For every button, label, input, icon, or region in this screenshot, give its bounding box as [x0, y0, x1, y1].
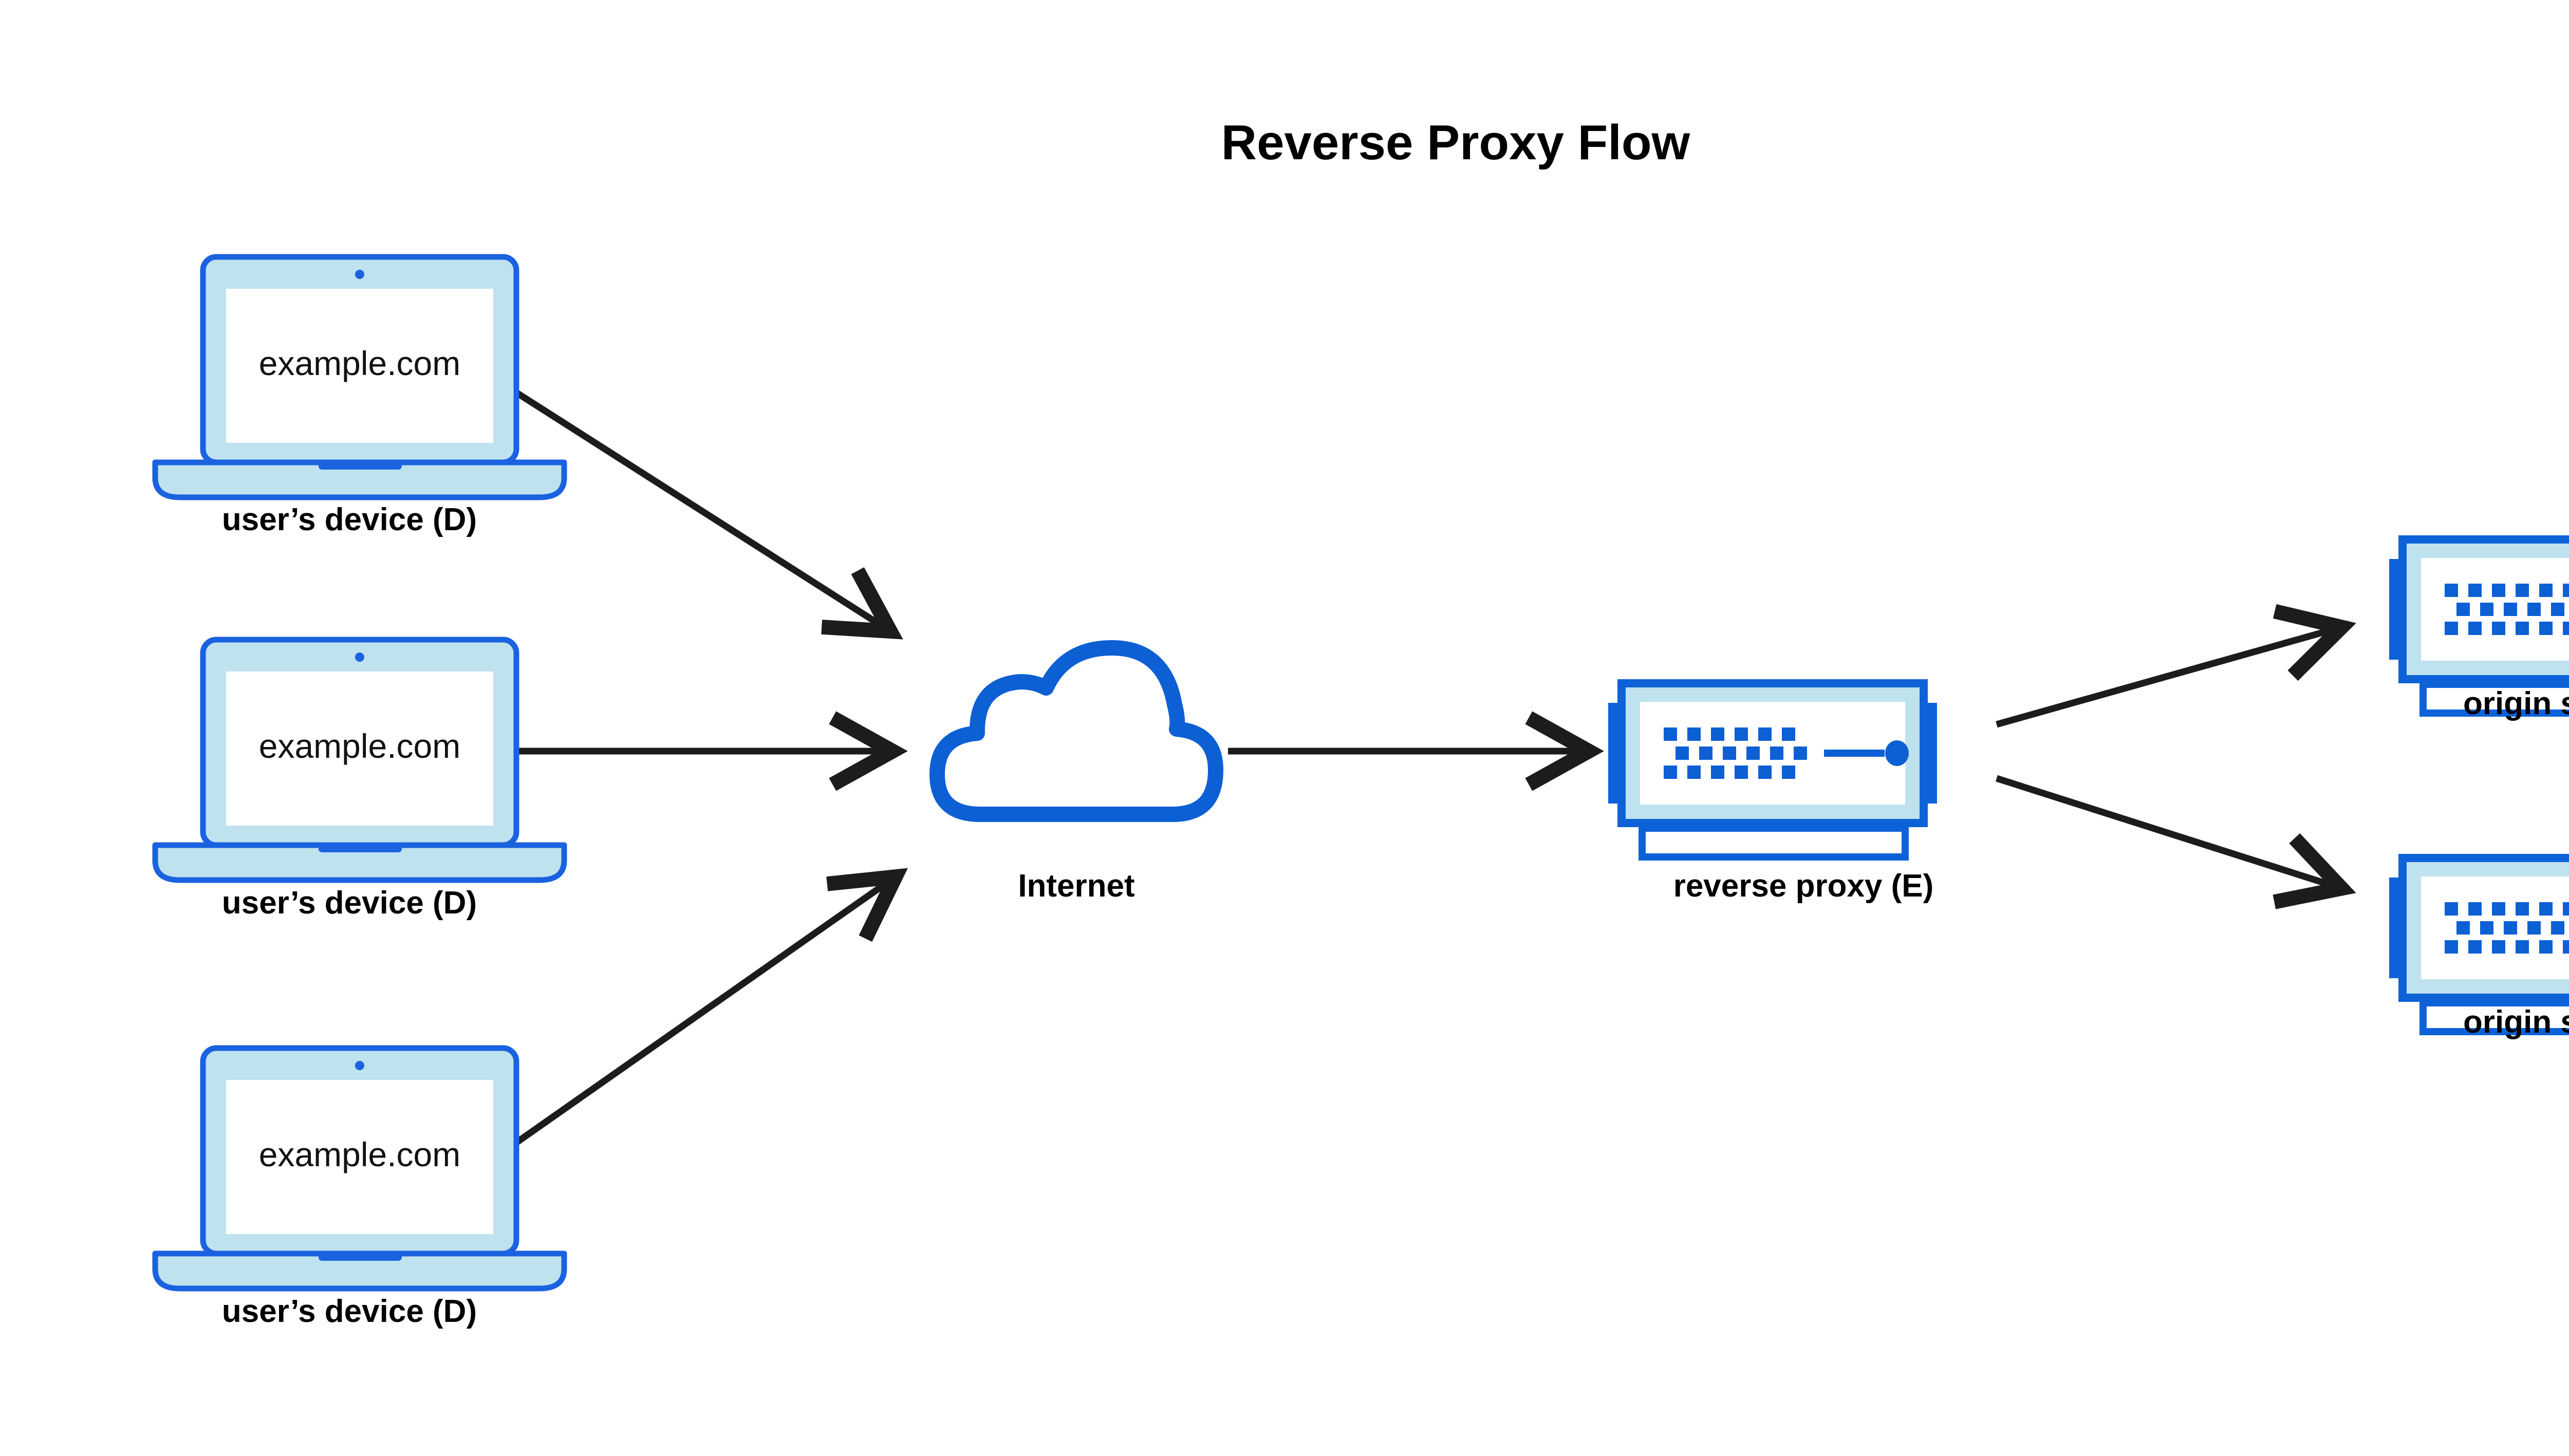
node-origin-server-1[interactable]: origin server (F)	[2389, 539, 2569, 721]
node-label-user-device-1: user’s device (D)	[222, 502, 477, 537]
node-internet[interactable]: Internet	[937, 648, 1216, 904]
node-label-reverse-proxy: reverse proxy (E)	[1673, 868, 1934, 904]
device-screen-text: example.com	[259, 727, 461, 765]
node-user-device-1[interactable]: example.com user’s device (D)	[155, 257, 564, 537]
edge-device1-internet	[499, 380, 903, 640]
node-user-device-3[interactable]: example.com user’s device (D)	[155, 1048, 564, 1329]
node-label-internet: Internet	[1018, 868, 1134, 904]
edge-proxy-origin2	[1996, 775, 2356, 909]
device-screen-text: example.com	[259, 344, 461, 382]
device-screen-text: example.com	[259, 1135, 461, 1173]
node-reverse-proxy[interactable]: reverse proxy (E)	[1608, 683, 1937, 904]
node-label-user-device-3: user’s device (D)	[222, 1294, 477, 1329]
server-icon	[1608, 683, 1937, 857]
node-label-origin-server-2: origin server (F)	[2463, 1004, 2569, 1040]
edge-proxy-origin1	[1996, 604, 2356, 728]
page-title: Reverse Proxy Flow	[1221, 115, 1690, 170]
node-label-user-device-2: user’s device (D)	[222, 885, 477, 921]
node-origin-server-2[interactable]: origin server (F)	[2389, 858, 2569, 1040]
node-user-device-2[interactable]: example.com user’s device (D)	[155, 640, 564, 921]
edge-layer	[486, 380, 2356, 1156]
edge-device3-internet	[499, 868, 908, 1156]
node-label-origin-server-1: origin server (F)	[2463, 686, 2569, 721]
cloud-icon	[937, 648, 1216, 814]
